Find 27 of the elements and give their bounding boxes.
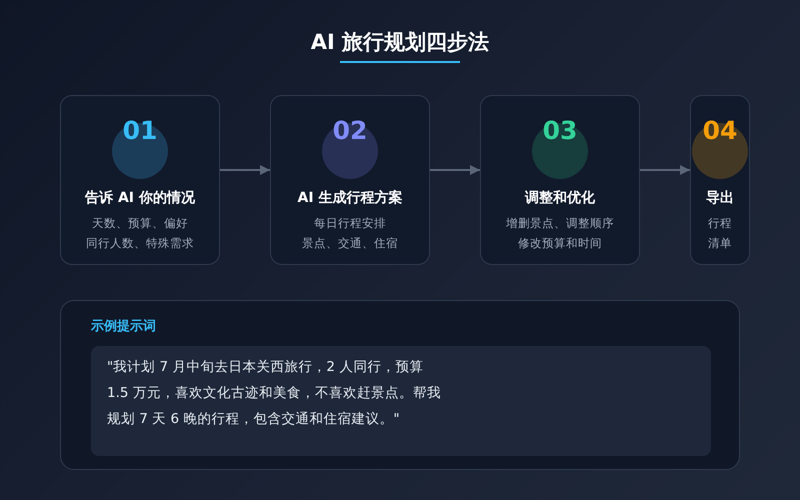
step-card (690, 95, 750, 265)
step-description: 景点、交通、住宿 (301, 236, 399, 251)
arrow (640, 165, 690, 175)
step-description: 增删景点、调整顺序 (505, 216, 615, 231)
prompt-text: "我计划 7 月中旬去日本关西旅行，2 人同行，预算 1.5 万元，喜欢文化古迹和美食，不喜欢赶景点。帮我规划 7 天 6 晚的行程，包含交通和住宿建议。" (107, 358, 442, 429)
arrow (430, 165, 480, 175)
step-title: 调整和优化 (524, 189, 596, 207)
step-card (60, 95, 220, 265)
step-description: 天数、预算、偏好 (91, 216, 189, 231)
diagram-title: AI 旅行规划四步法 (310, 29, 490, 56)
step-card (270, 95, 430, 265)
step-description: 行程 (707, 216, 733, 231)
step-number: 01 (122, 116, 158, 145)
step-title: 导出 (705, 189, 735, 207)
step-description: 同行人数、特殊需求 (85, 236, 195, 251)
step-card (480, 95, 640, 265)
step-number: 03 (542, 116, 578, 145)
step-description: 清单 (707, 236, 733, 251)
section-heading: 示例提示词 (91, 318, 156, 335)
arrow (220, 165, 270, 175)
step-title: AI 生成行程方案 (296, 189, 404, 207)
step-number: 02 (332, 116, 368, 145)
step-description: 修改预算和时间 (517, 236, 603, 251)
step-number: 04 (702, 116, 738, 145)
example-panel (60, 300, 740, 470)
step-title: 告诉 AI 你的情况 (84, 189, 196, 207)
step-description: 每日行程安排 (313, 216, 387, 231)
